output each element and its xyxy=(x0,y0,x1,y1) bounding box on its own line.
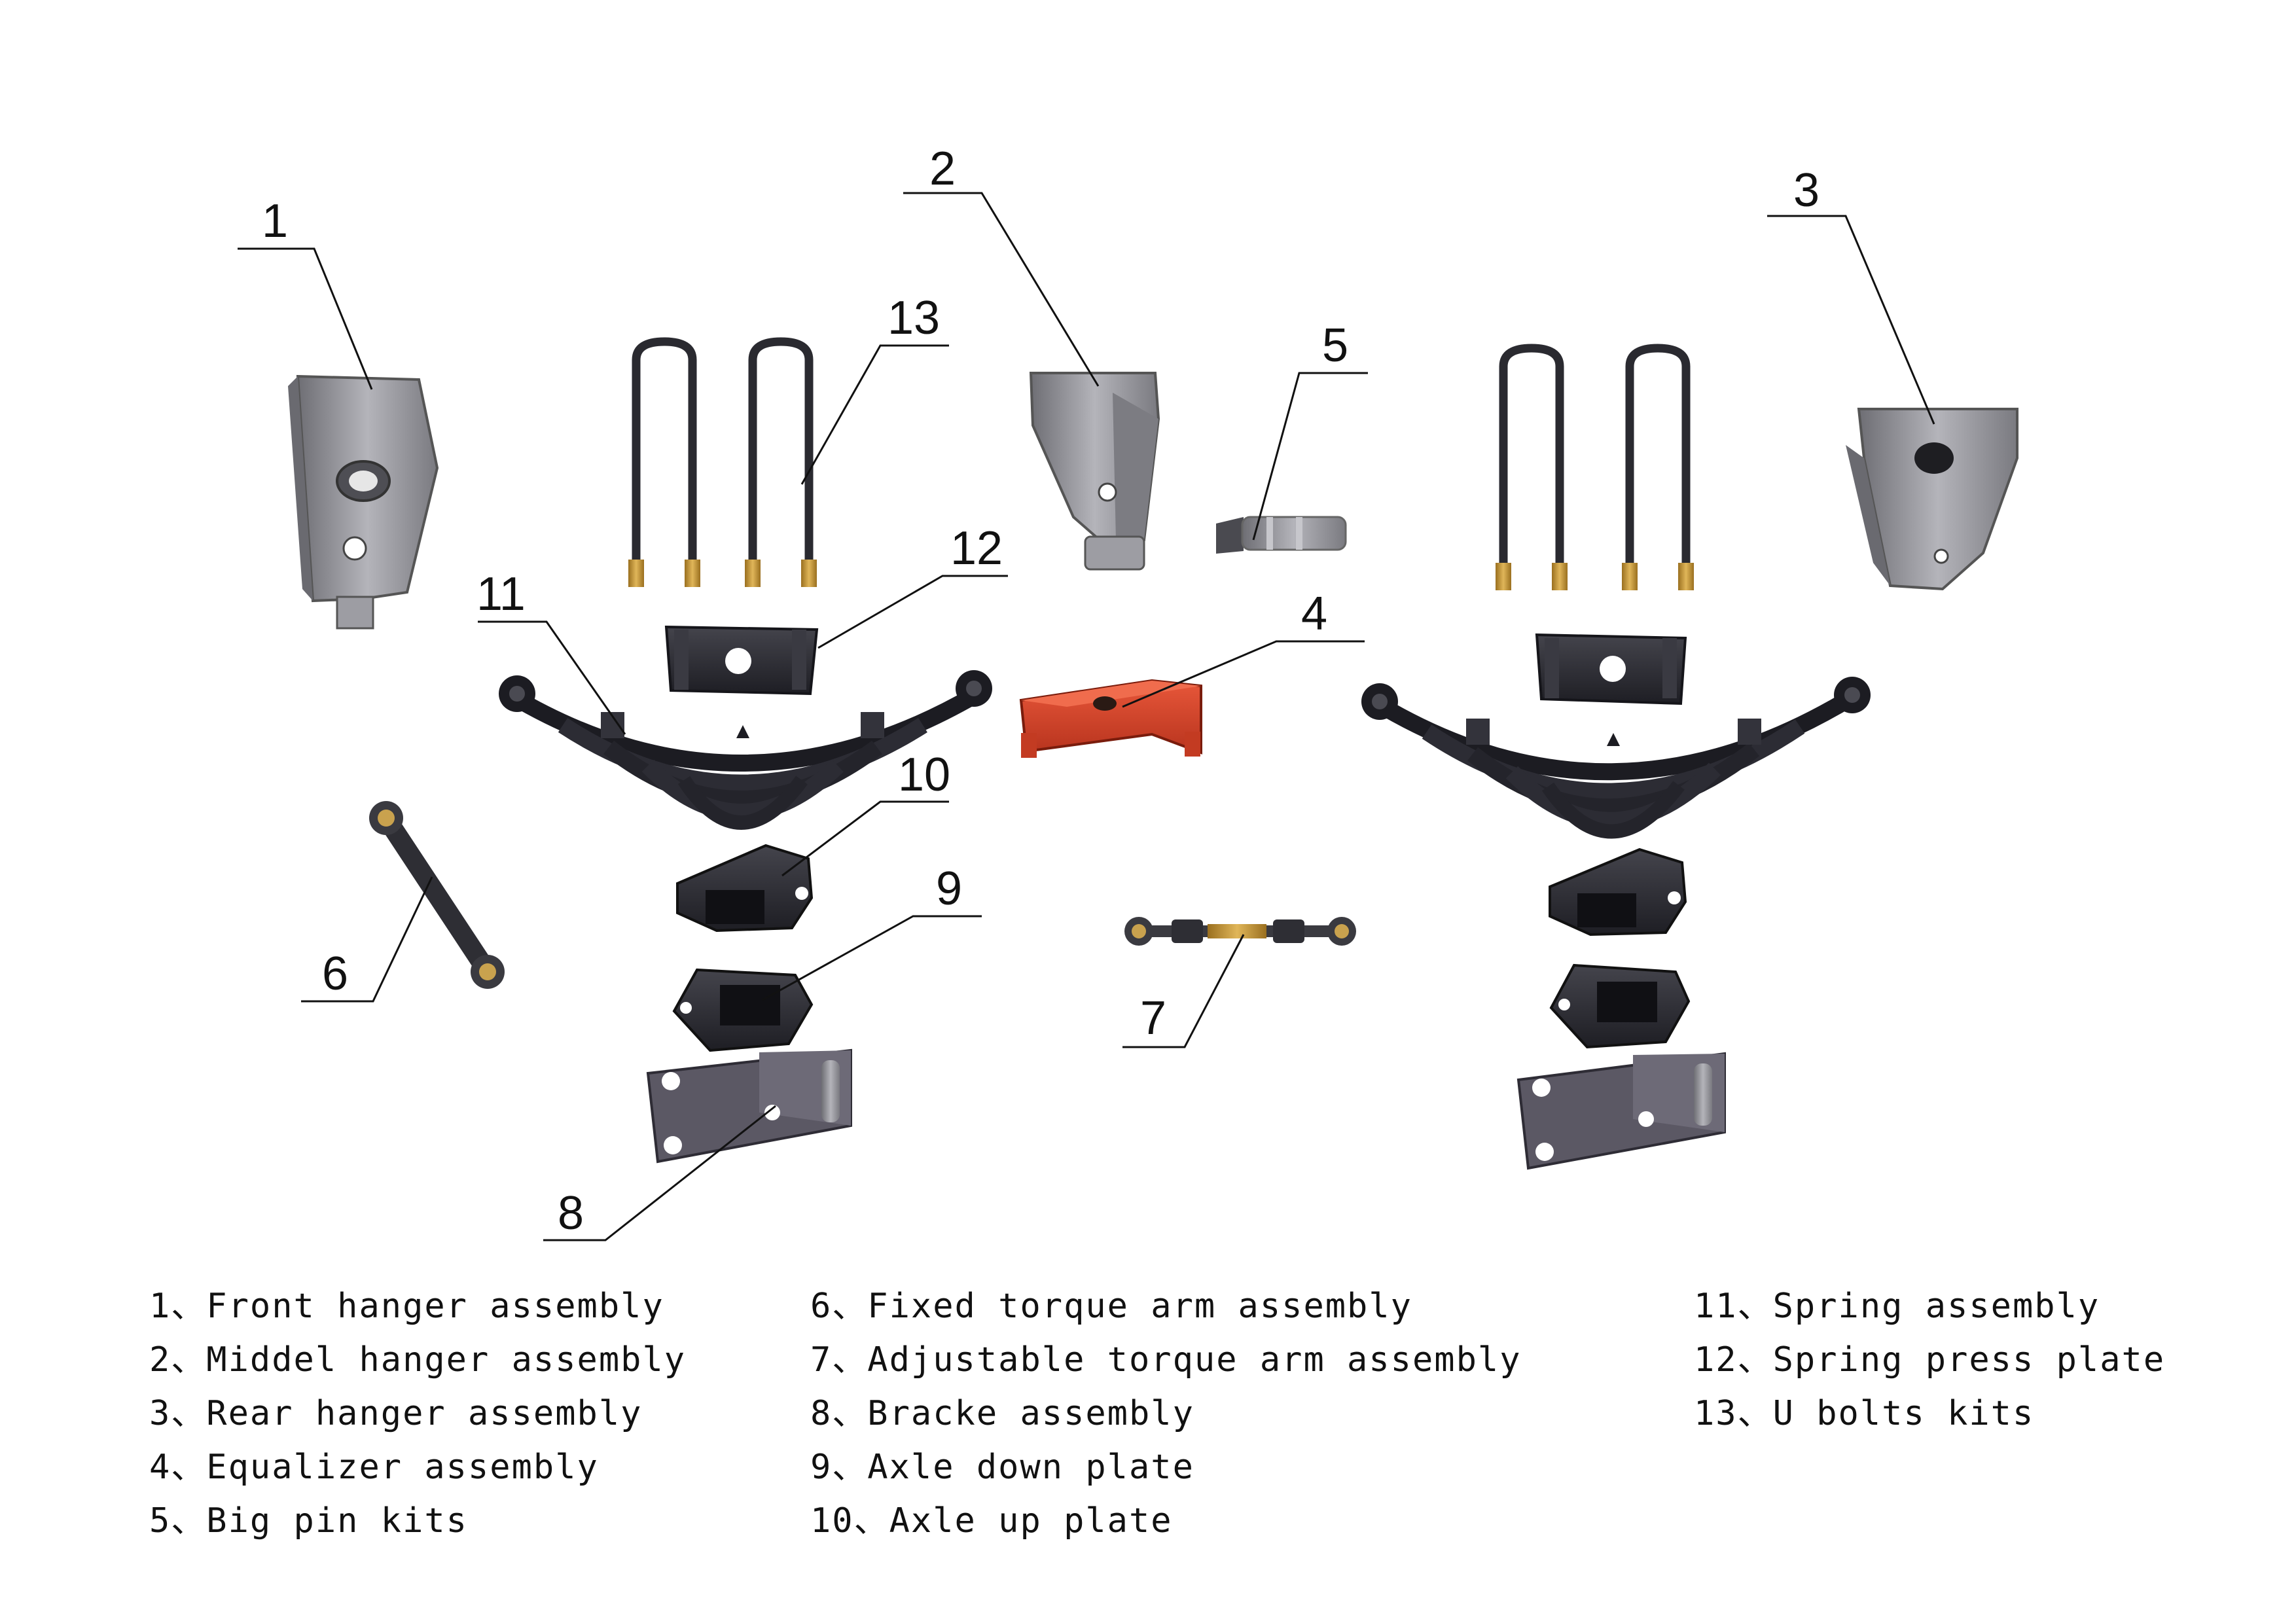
callout-10: 10 xyxy=(898,749,950,801)
legend-item: 5、Big pin kits xyxy=(149,1501,468,1541)
u-bolt-left-b xyxy=(745,337,817,587)
leaf-spring-left xyxy=(499,670,992,830)
callout-9: 9 xyxy=(936,863,962,915)
legend-item: 6、Fixed torque arm assembly xyxy=(810,1287,1412,1326)
callout-7: 7 xyxy=(1140,992,1166,1044)
callout-13: 13 xyxy=(888,292,940,344)
spring-press-plate-left xyxy=(664,625,819,696)
legend-column-3: 11、Spring assembly 12、Spring press plate… xyxy=(1694,1279,2165,1440)
callout-1: 1 xyxy=(262,195,288,247)
legend-item: 10、Axle up plate xyxy=(810,1501,1173,1541)
bracket-right xyxy=(1516,1052,1726,1170)
callout-4: 4 xyxy=(1301,588,1327,640)
axle-up-plate-right xyxy=(1549,847,1687,936)
middle-hanger-part xyxy=(1029,372,1160,571)
axle-down-plate-right xyxy=(1549,963,1691,1049)
callout-11: 11 xyxy=(476,568,526,620)
u-bolt-right-a xyxy=(1496,344,1568,590)
equalizer-part xyxy=(1019,679,1202,758)
legend-column-2: 6、Fixed torque arm assembly 7、Adjustable… xyxy=(810,1279,1522,1548)
leader-lines xyxy=(238,192,1935,1241)
callout-6: 6 xyxy=(322,948,348,1000)
rear-hanger-part xyxy=(1846,408,2018,591)
axle-up-plate-left xyxy=(676,844,814,933)
axle-down-plate-left xyxy=(672,968,814,1052)
legend-item: 2、Middel hanger assembly xyxy=(149,1340,687,1380)
u-bolt-left-a xyxy=(628,337,700,587)
callout-3: 3 xyxy=(1793,164,1820,217)
legend-column-1: 1、Front hanger assembly 2、Middel hanger … xyxy=(149,1279,686,1548)
callout-12: 12 xyxy=(950,522,1003,575)
legend-item: 3、Rear hanger assembly xyxy=(149,1394,643,1433)
callout-5: 5 xyxy=(1322,319,1348,372)
legend-item: 8、Bracke assembly xyxy=(810,1394,1194,1433)
bracket-left xyxy=(646,1048,852,1164)
spring-press-plate-right xyxy=(1535,633,1687,705)
adjustable-torque-arm-part xyxy=(1124,917,1356,946)
callout-numbers: 1 2 3 4 5 6 7 8 9 10 11 12 13 xyxy=(262,143,1820,1240)
legend-item: 11、Spring assembly xyxy=(1694,1287,2100,1326)
legend-item: 1、Front hanger assembly xyxy=(149,1287,664,1326)
big-pin-part xyxy=(1216,516,1347,554)
front-hanger-part xyxy=(288,374,439,630)
fixed-torque-arm-part xyxy=(369,801,505,989)
callout-8: 8 xyxy=(558,1187,584,1240)
leaf-spring-right xyxy=(1361,677,1871,839)
legend-item: 9、Axle down plate xyxy=(810,1448,1194,1487)
callout-2: 2 xyxy=(929,143,956,195)
legend-item: 4、Equalizer assembly xyxy=(149,1448,599,1487)
legend-item: 13、U bolts kits xyxy=(1694,1394,2035,1433)
legend-item: 7、Adjustable torque arm assembly xyxy=(810,1340,1522,1380)
u-bolt-right-b xyxy=(1622,344,1694,590)
legend-item: 12、Spring press plate xyxy=(1694,1340,2166,1380)
